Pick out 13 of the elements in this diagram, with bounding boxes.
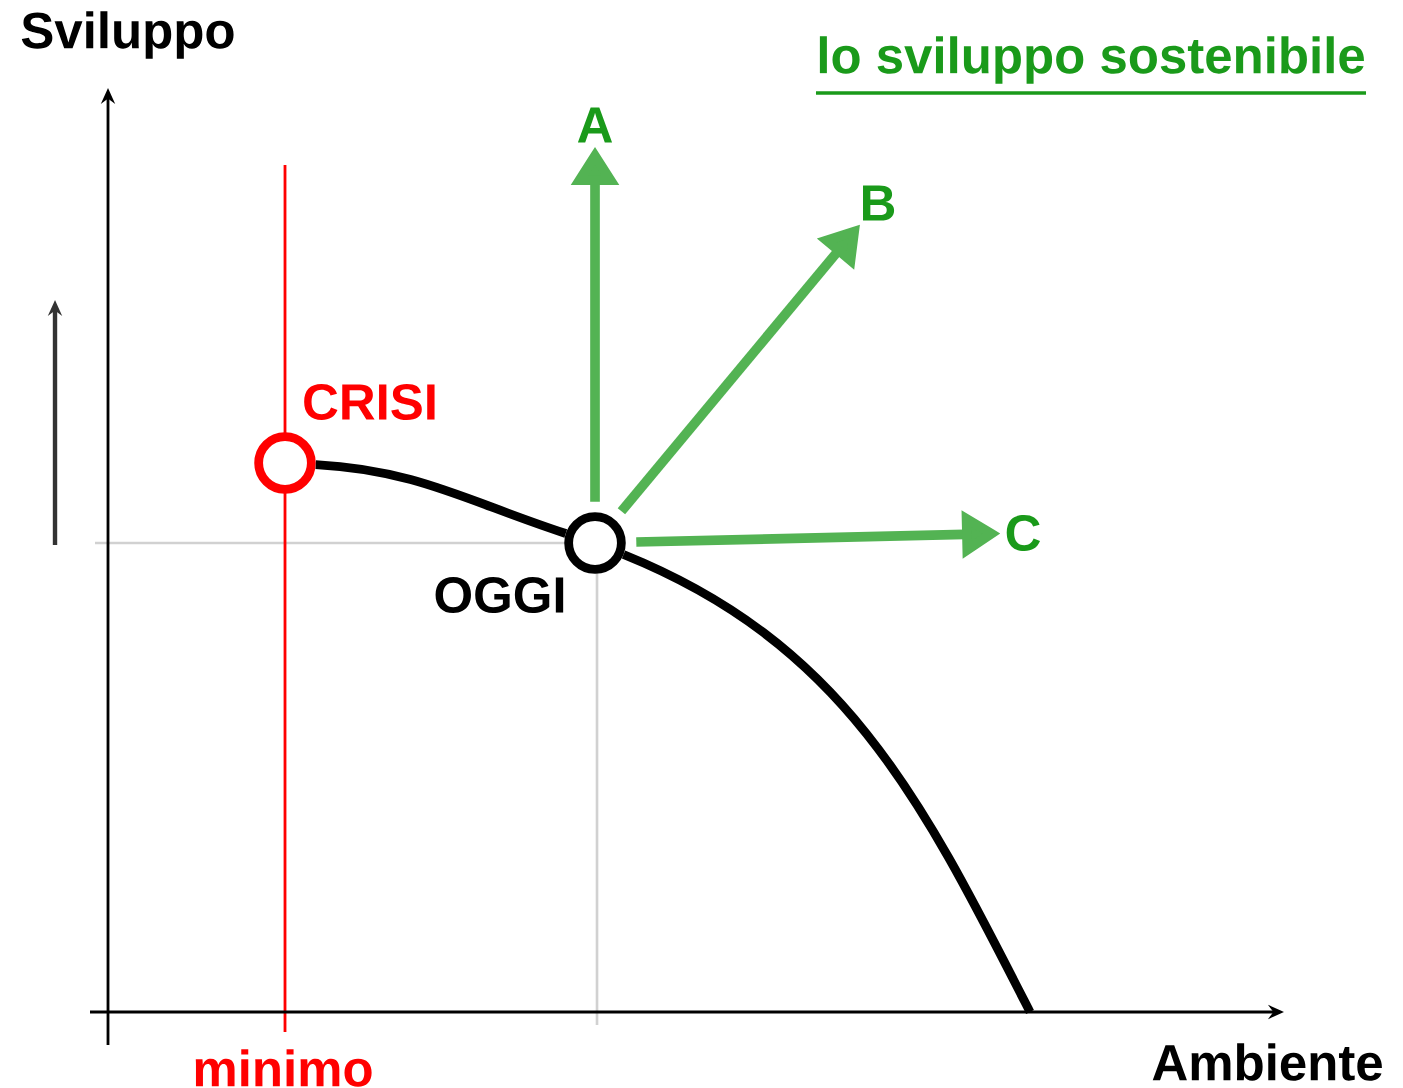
point-marker xyxy=(564,512,626,574)
axis-label: Ambiente xyxy=(1152,1043,1382,1081)
axis-label: minimo xyxy=(195,1049,372,1087)
point-label: CRISI xyxy=(304,383,435,421)
arrow-label: A xyxy=(577,107,613,143)
curve xyxy=(621,550,1034,1014)
point-label: OGGI xyxy=(435,576,564,614)
point-marker xyxy=(254,432,316,494)
arrow-label: B xyxy=(863,185,895,221)
title: lo sviluppo sostenibile xyxy=(819,36,1364,84)
curve xyxy=(315,460,568,538)
arrow-label: C xyxy=(1006,514,1041,552)
axis-label: Sviluppo xyxy=(21,11,234,59)
